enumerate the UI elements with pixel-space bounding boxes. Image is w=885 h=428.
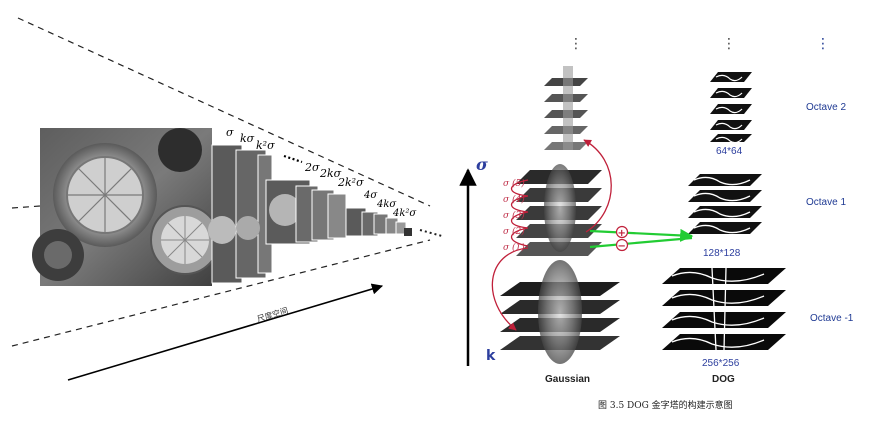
octave-label-1: Octave 1 — [806, 197, 846, 208]
octave-1-layers — [265, 179, 347, 245]
octave-label-2: Octave 2 — [806, 102, 846, 113]
octave-top-dots: ⋮ — [816, 36, 830, 52]
dog-octave-minus1-stack — [662, 267, 786, 351]
octave-label-minus1: Octave -1 — [810, 313, 854, 324]
column-label-dog: DOG — [712, 374, 735, 385]
column-label-gaussian: Gaussian — [545, 374, 590, 385]
scale-label-k-sigma: kσ — [240, 132, 255, 145]
dog-octave-1-stack — [688, 174, 762, 234]
sigma-label-3: σ (3) — [503, 210, 525, 221]
octave-ellipsis-1 — [283, 154, 303, 164]
scale-axis-arrow — [67, 283, 384, 381]
dog-size-256: 256*256 — [702, 358, 740, 369]
dog-octave-2-stack — [710, 72, 752, 144]
scale-label-4-sigma: 4σ — [363, 190, 378, 201]
cone-bottom-line — [11, 239, 431, 347]
plus-marker — [615, 225, 629, 239]
gaussian-octave-minus1-stack — [500, 260, 620, 364]
dog-size-64: 64*64 — [716, 146, 743, 157]
scale-label-k2-sigma: k²σ — [256, 139, 275, 152]
octave-jump-arrow-upper — [583, 139, 612, 233]
plus-sign: + — [618, 228, 626, 239]
sigma-label-4: σ (4) — [503, 194, 525, 205]
octave-2-layers — [345, 207, 412, 237]
minus-marker — [615, 238, 629, 252]
sigma-label-1: σ (1) — [503, 242, 525, 253]
octave-jump-arrow-lower — [491, 247, 529, 331]
gaussian-octave-2-stack — [544, 66, 588, 150]
figure-caption: 图 3.5 DOG 金字塔的构建示意图 — [598, 399, 733, 411]
cone-tip-dots — [419, 229, 443, 237]
minus-sign: − — [618, 241, 626, 252]
axis-k-label: k — [486, 348, 496, 364]
axis-sigma-label: σ — [476, 155, 488, 174]
sigma-label-5: σ (5) — [503, 178, 525, 189]
scale-label-2k2-sigma: 2k²σ — [337, 176, 364, 189]
gaussian-step-arrows — [491, 139, 612, 331]
scale-axis-label: 尺度空间 — [256, 305, 290, 324]
scale-label-2-sigma: 2σ — [304, 161, 320, 174]
subtraction-arrows: + − — [589, 225, 694, 252]
octave-0-layers — [208, 144, 273, 284]
scale-label-4k-sigma: 4kσ — [376, 199, 397, 210]
dog-pyramid-panel: ⋮ ⋮ ⋮ σ k — [459, 36, 854, 411]
dog-size-128: 128*128 — [703, 248, 741, 259]
scale-label-sigma: σ — [226, 126, 234, 139]
cone-left-stub — [11, 205, 41, 209]
orange-image-large — [32, 128, 220, 286]
sigma-label-2: σ (2) — [503, 226, 525, 237]
gaussian-octave-1-stack — [516, 164, 602, 256]
gaussian-top-dots: ⋮ — [569, 36, 583, 52]
scale-space-pyramid: σ kσ k²σ 2σ 2kσ 2k²σ 4σ 4kσ 4k²σ 尺度空间 — [11, 17, 443, 381]
dog-top-dots: ⋮ — [722, 36, 736, 52]
scale-label-2k-sigma: 2kσ — [319, 167, 342, 180]
scale-label-4k2-sigma: 4k²σ — [392, 208, 417, 219]
cone-top-line — [17, 17, 431, 207]
